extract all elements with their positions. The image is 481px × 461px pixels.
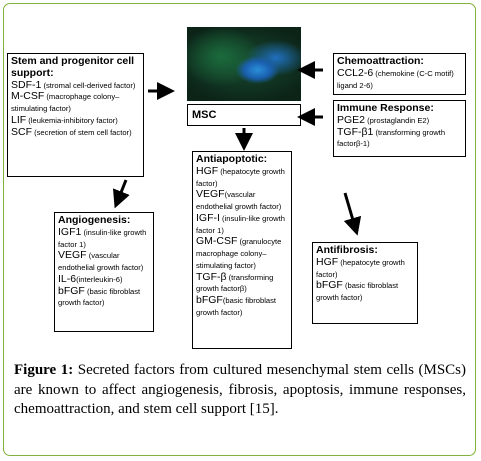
- angiogenesis-box: Angiogenesis: IGF1 (insulin-like growth …: [54, 212, 154, 332]
- factor-abbreviation: IL-6: [58, 272, 77, 285]
- chemoattraction-item: CCL2-6 (chemokine (C-C motif) ligand 2-6…: [337, 66, 462, 92]
- immune-response-item: TGF-β1 (transforming growth factorβ-1): [337, 125, 462, 151]
- factor-description: (hepatocyte growth factor): [316, 257, 405, 279]
- immune-response-title: Immune Response:: [337, 102, 434, 114]
- factor-description: (insulin-like growth factor 1): [58, 227, 147, 249]
- angiogenesis-item: bFGF (basic fibroblast growth factor): [58, 284, 150, 310]
- chemoattraction-list: CCL2-6 (chemokine (C-C motif) ligand 2-6…: [337, 66, 462, 92]
- chemoattraction-title: Chemoattraction:: [337, 55, 424, 67]
- factor-description: (granulocyte macrophage colony–stimulati…: [196, 237, 282, 270]
- immune-response-item: PGE2 (prostaglandin E2): [337, 113, 462, 127]
- antifibrosis-item: HGF (hepatocyte growth factor): [316, 255, 414, 281]
- factor-abbreviation: SCF: [11, 125, 32, 138]
- msc-micrograph-image: [187, 27, 301, 101]
- factor-description: (basic fibroblast growth factor): [58, 286, 141, 308]
- antiapoptotic-item: IGF-I (insulin-like growth factor 1): [196, 211, 288, 237]
- antifibrosis-list: HGF (hepatocyte growth factor)bFGF (basi…: [316, 255, 414, 304]
- factor-description: (secretion of stem cell factor): [32, 127, 132, 137]
- factor-abbreviation: IGF1: [58, 225, 82, 238]
- stem-cell-support-item: SDF-1 (stromal cell-derived factor): [11, 78, 140, 92]
- antiapoptotic-box: Antiapoptotic: HGF (hepatocyte growth fa…: [192, 151, 292, 349]
- stem-cell-support-title: Stem and progenitor cell support:: [11, 55, 135, 79]
- angiogenesis-title: Angiogenesis:: [58, 214, 131, 226]
- factor-description: (stromal cell-derived factor): [41, 80, 136, 90]
- antiapoptotic-item: bFGF(basic fibroblast growth factor): [196, 294, 288, 319]
- antifibrosis-box: Antifibrosis: HGF (hepatocyte growth fac…: [312, 242, 418, 324]
- stem-cell-support-box: Stem and progenitor cell support: SDF-1 …: [7, 53, 144, 177]
- factor-abbreviation: bFGF: [316, 279, 343, 292]
- figure-caption: Figure 1: Secreted factors from cultured…: [14, 361, 466, 420]
- angiogenesis-item: VEGF (vascular endothelial growth factor…: [58, 249, 150, 274]
- antiapoptotic-title: Antiapoptotic:: [196, 153, 268, 165]
- antifibrosis-title: Antifibrosis:: [316, 244, 378, 256]
- antiapoptotic-item: TGF-β (transforming growth factorβ): [196, 270, 288, 296]
- stem-cell-support-item: M-CSF (macrophage colony–stimulating fac…: [11, 90, 140, 115]
- factor-abbreviation: bFGF: [58, 284, 85, 297]
- angiogenesis-item: IL-6(interleukin-6): [58, 272, 150, 286]
- caption-label: Figure 1:: [14, 362, 74, 378]
- factor-abbreviation: PGE2: [337, 113, 366, 126]
- factor-description: (vascular endothelial growth factor): [58, 251, 144, 272]
- antiapoptotic-item: VEGF(vascular endothelial growth factor): [196, 188, 288, 213]
- immune-response-list: PGE2 (prostaglandin E2)TGF-β1 (transform…: [337, 113, 462, 151]
- factor-abbreviation: LIF: [11, 113, 27, 126]
- factor-abbreviation: M-CSF: [11, 90, 45, 103]
- factor-abbreviation: TGF-β: [196, 270, 227, 283]
- antiapoptotic-item: GM-CSF (granulocyte macrophage colony–st…: [196, 235, 288, 271]
- arrow-to-antifibrosis: [343, 192, 362, 236]
- factor-abbreviation: SDF-1: [11, 78, 42, 91]
- factor-abbreviation: TGF-β1: [337, 125, 374, 138]
- factor-abbreviation: IGF-I: [196, 211, 220, 224]
- factor-abbreviation: bFGF: [196, 294, 223, 306]
- antifibrosis-item: bFGF (basic fibroblast growth factor): [316, 279, 414, 304]
- factor-description: (basic fibroblast growth factor): [316, 281, 399, 302]
- factor-abbreviation: VEGF: [196, 188, 225, 201]
- factor-abbreviation: VEGF: [58, 249, 87, 262]
- antiapoptotic-list: HGF (hepatocyte growth factor)VEGF(vascu…: [196, 164, 288, 319]
- factor-abbreviation: GM-CSF: [196, 235, 238, 248]
- factor-description: (macrophage colony–stimulating factor): [11, 92, 120, 113]
- factor-description: (leukemia-inhibitory factor): [26, 115, 118, 125]
- factor-description: (chemokine (C-C motif) ligand 2-6): [337, 68, 454, 90]
- factor-description: (basic fibroblast growth factor): [196, 296, 277, 317]
- caption-text: Secreted factors from cultured mesenchym…: [14, 362, 466, 417]
- factor-abbreviation: HGF: [196, 164, 219, 177]
- factor-description: (transforming growth factorβ): [196, 272, 274, 294]
- angiogenesis-list: IGF1 (insulin-like growth factor 1)VEGF …: [58, 225, 150, 310]
- factor-description: (vascular endothelial growth factor): [196, 190, 282, 211]
- factor-description: (interleukin-6): [76, 274, 123, 284]
- immune-response-box: Immune Response: PGE2 (prostaglandin E2)…: [333, 100, 466, 157]
- factor-description: (insulin-like growth factor 1): [196, 213, 285, 235]
- factor-description: (transforming growth factorβ-1): [337, 127, 446, 149]
- arrow-to-angiogenesis: [112, 179, 130, 209]
- antiapoptotic-item: HGF (hepatocyte growth factor): [196, 164, 288, 190]
- angiogenesis-item: IGF1 (insulin-like growth factor 1): [58, 225, 150, 251]
- factor-abbreviation: CCL2-6: [337, 66, 374, 79]
- factor-description: (prostaglandin E2): [365, 115, 430, 125]
- chemoattraction-box: Chemoattraction: CCL2-6 (chemokine (C-C …: [333, 53, 466, 95]
- stem-cell-support-list: SDF-1 (stromal cell-derived factor)M-CSF…: [11, 78, 140, 139]
- factor-description: (hepatocyte growth factor): [196, 166, 285, 188]
- stem-cell-support-item: SCF (secretion of stem cell factor): [11, 125, 140, 139]
- stem-cell-support-item: LIF (leukemia-inhibitory factor): [11, 113, 140, 127]
- factor-abbreviation: HGF: [316, 255, 339, 268]
